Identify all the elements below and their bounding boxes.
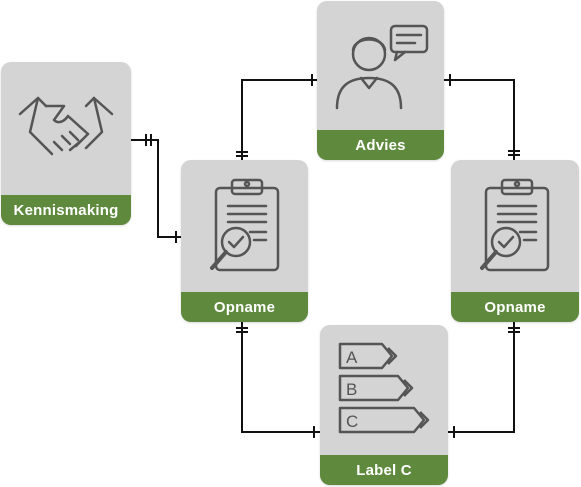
node-label: Label C	[320, 455, 448, 485]
clipboard-inspection-icon	[209, 178, 279, 272]
clipboard-inspection-icon	[480, 178, 550, 272]
node-label-c[interactable]: A B C Label C	[320, 325, 448, 485]
energy-class-b: B	[346, 380, 357, 399]
node-label: Opname	[451, 292, 579, 322]
node-advies[interactable]: Advies	[317, 1, 444, 160]
node-opname-right[interactable]: Opname	[451, 160, 579, 322]
node-opname-left[interactable]: Opname	[181, 160, 308, 322]
energy-class-a: A	[346, 348, 358, 367]
connector-kennismaking-opname	[131, 139, 181, 238]
energy-class-c: C	[346, 412, 358, 431]
handshake-icon	[18, 96, 114, 155]
node-kennismaking[interactable]: Kennismaking	[1, 62, 131, 225]
node-label: Kennismaking	[1, 195, 131, 225]
connector-labelc-opname	[448, 322, 515, 433]
connector-advies-opname	[444, 79, 515, 160]
consultant-chat-icon	[335, 24, 428, 109]
energy-label-icon: A B C	[338, 342, 430, 434]
connector-opname-labelc	[241, 322, 320, 433]
node-label: Opname	[181, 292, 308, 322]
connector-opname-advies	[241, 79, 318, 160]
node-label: Advies	[317, 130, 444, 160]
